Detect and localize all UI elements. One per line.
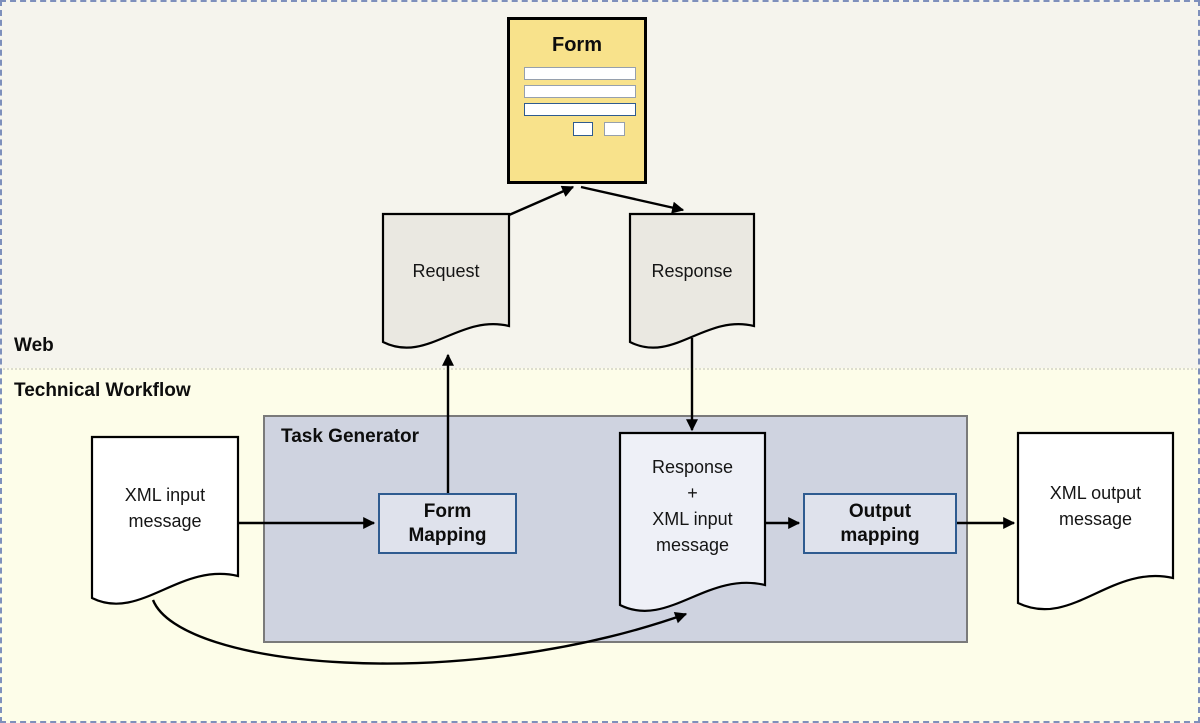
xml-output-document-label: XML output message xyxy=(1018,480,1173,532)
xml-output-label-line2: message xyxy=(1058,509,1133,529)
form-mapping-label-line1: Form xyxy=(423,500,472,522)
xml-input-document-label: XML input message xyxy=(92,482,238,534)
form-input-row-3 xyxy=(524,103,636,116)
form-input-row-2 xyxy=(524,85,636,98)
output-mapping-label-line2: mapping xyxy=(840,524,920,546)
form-title: Form xyxy=(552,34,602,56)
xml-output-document-shape xyxy=(1016,431,1175,611)
output-mapping-label-line1: Output xyxy=(848,500,912,522)
xml-output-label-line1: XML output xyxy=(1049,483,1142,503)
xml-input-document-shape xyxy=(90,435,240,605)
arrow-xml-input-to-response-plus-input-curve xyxy=(151,599,688,665)
response-plus-label-line4: message xyxy=(655,535,730,555)
response-plus-label-line1: Response xyxy=(651,457,734,477)
response-plus-input-document-shape xyxy=(618,431,767,612)
arrow-request-to-form xyxy=(508,185,575,217)
response-document-shape xyxy=(628,212,756,349)
response-document-label: Response xyxy=(651,261,733,281)
request-document-shape xyxy=(381,212,511,349)
form-button-1 xyxy=(573,122,593,136)
task-generator-label: Task Generator xyxy=(281,426,419,447)
form-mapping-box: Form Mapping xyxy=(378,493,517,554)
xml-input-label-line2: message xyxy=(128,511,202,531)
form-mapping-label-line2: Mapping xyxy=(408,524,487,546)
form-input-row-1 xyxy=(524,67,636,80)
response-plus-label-line2: + xyxy=(687,483,698,503)
form-panel: Form xyxy=(507,17,647,184)
form-button-2 xyxy=(604,122,625,136)
output-mapping-box: Output mapping xyxy=(803,493,957,554)
response-plus-label-line3: XML input xyxy=(652,509,733,529)
xml-input-label-line1: XML input xyxy=(124,485,206,505)
response-plus-input-document-label: Response + XML input message xyxy=(620,454,765,558)
request-document-label: Request xyxy=(412,261,480,281)
web-section-label: Web xyxy=(14,335,54,356)
arrow-form-to-response xyxy=(580,185,685,214)
technical-workflow-section-label: Technical Workflow xyxy=(14,380,191,401)
